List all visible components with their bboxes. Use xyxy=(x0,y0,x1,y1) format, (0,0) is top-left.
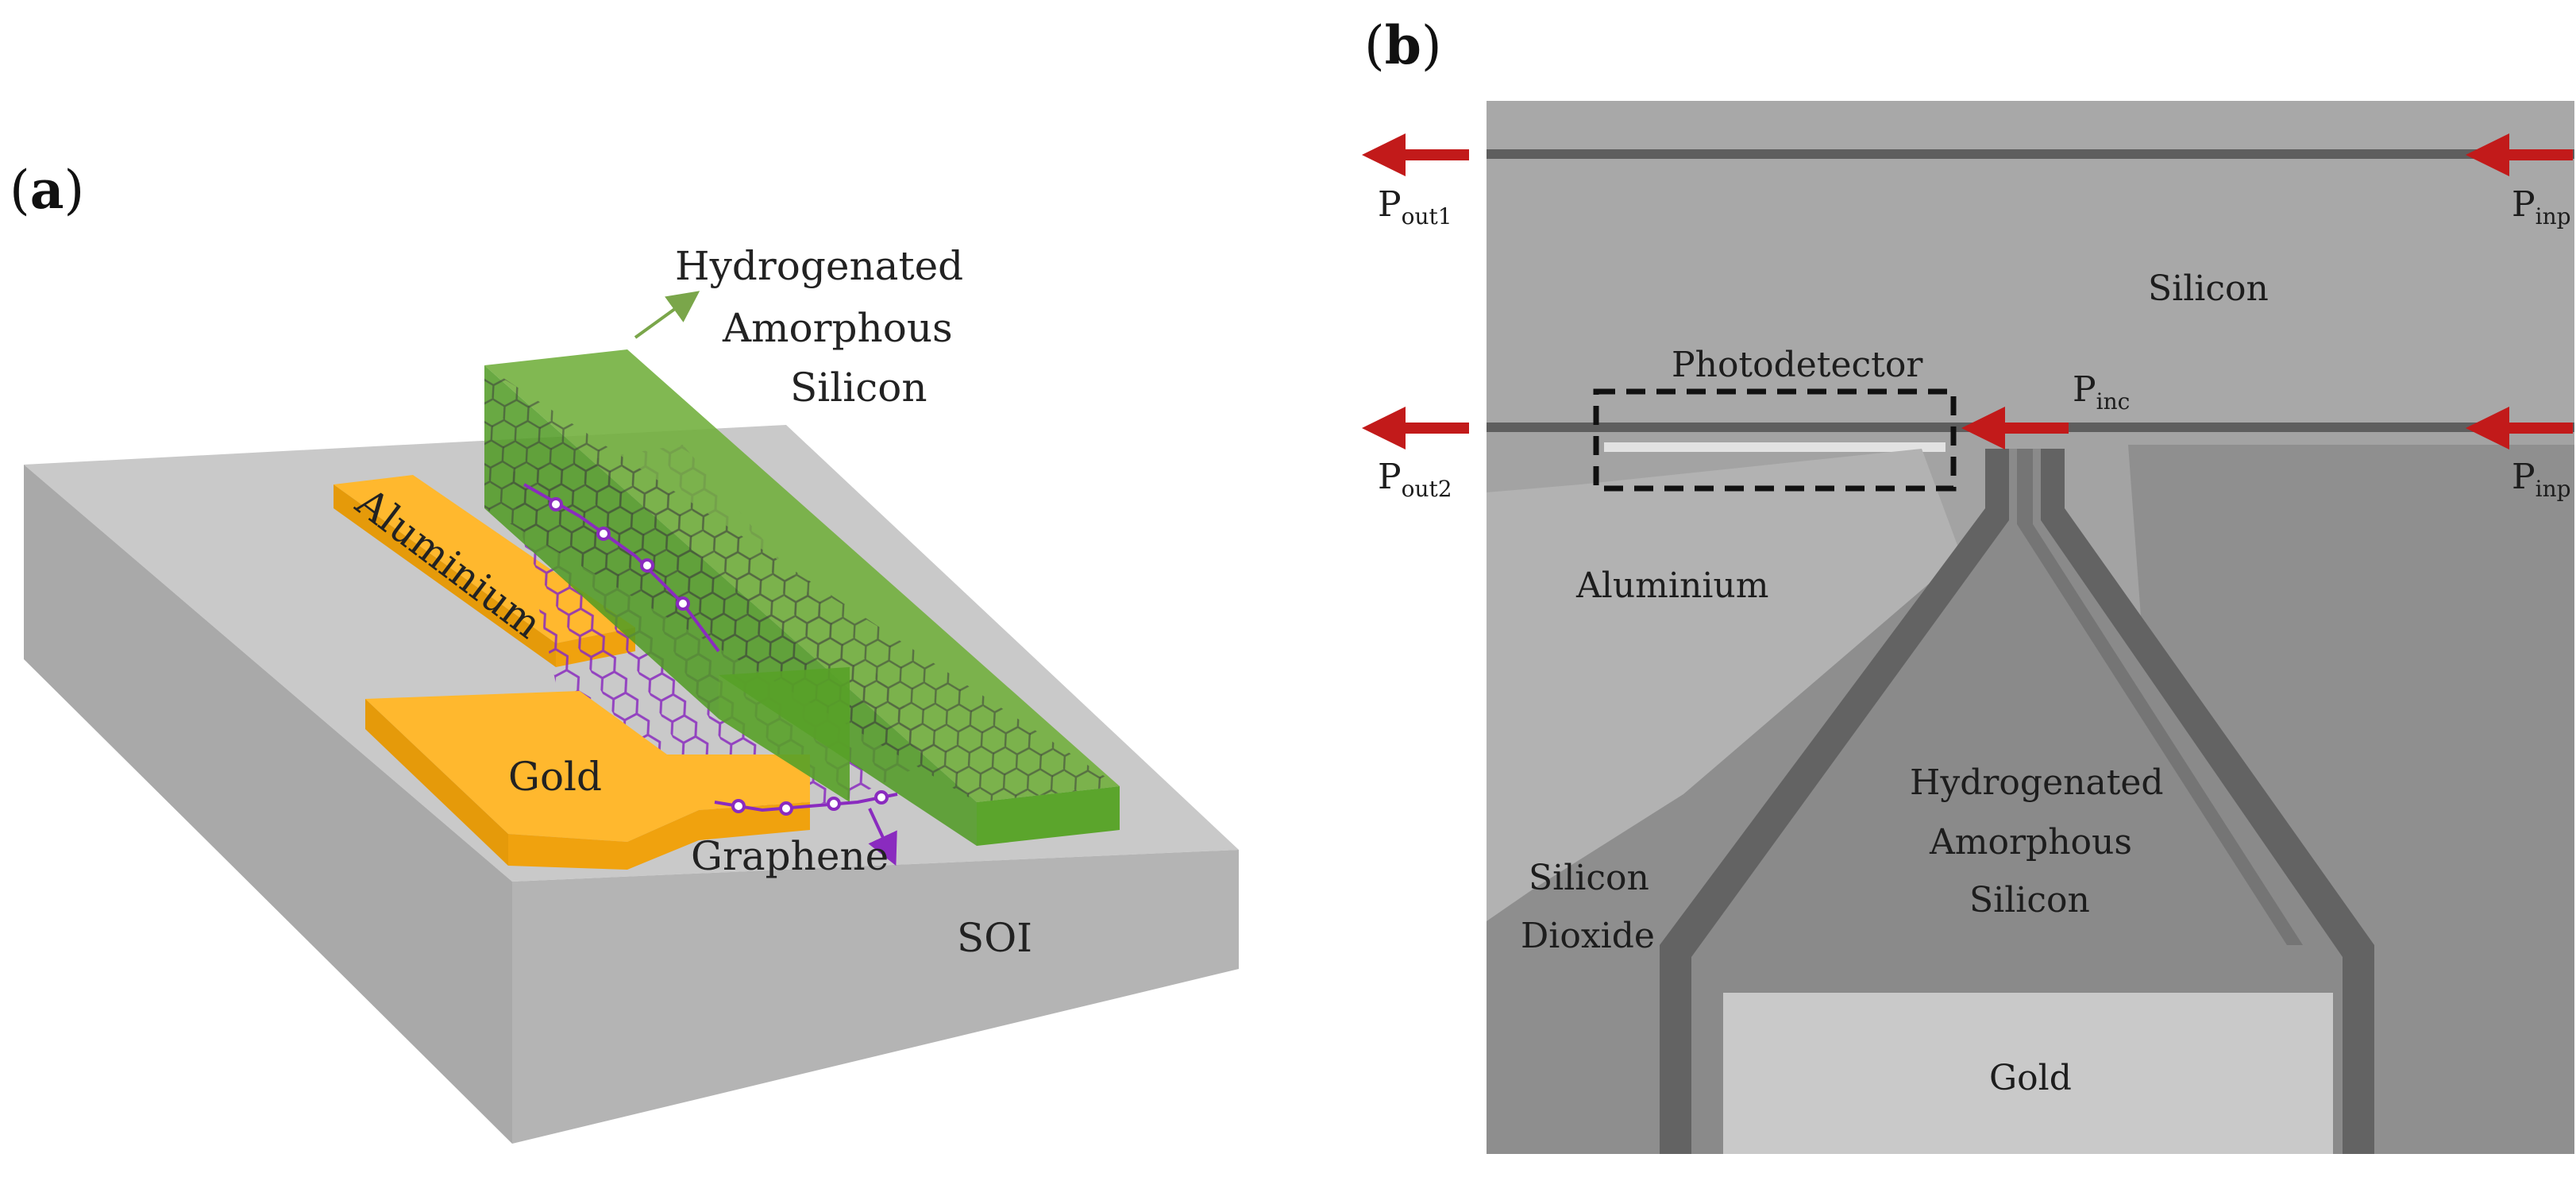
arrow-p-out1 xyxy=(1362,133,1469,176)
gold-top xyxy=(365,691,810,842)
label-aluminium-b: Aluminium xyxy=(1575,565,1768,606)
label-hydrogenated-b-line1: Hydrogenated xyxy=(1910,762,2164,803)
right-substrate-region xyxy=(2128,445,2574,1154)
label-silicon-line3: Silicon xyxy=(790,365,927,411)
label-soi: SOI xyxy=(957,915,1032,961)
power-arrows xyxy=(1362,133,2573,450)
label-silicon-b: Silicon xyxy=(2148,268,2269,309)
label-graphene: Graphene xyxy=(691,833,889,879)
photodetector-box xyxy=(1593,388,1957,492)
graphene-edge xyxy=(523,483,898,816)
label-photodetector: Photodetector xyxy=(1672,345,1923,385)
gold-front xyxy=(508,802,810,870)
a-si-pointer-arrow xyxy=(634,291,700,339)
label-silicon-b-line3: Silicon xyxy=(1969,880,2090,920)
gold-side xyxy=(365,699,508,866)
substrate-left-face xyxy=(24,465,512,1144)
panel-a-label: (a) xyxy=(10,159,84,221)
label-silicon-dioxide-line2: Dioxide xyxy=(1521,916,1655,956)
label-silicon-dioxide-line1: Silicon xyxy=(1529,858,1649,898)
waveguide-top xyxy=(1487,149,2574,159)
amorphous-silicon-waveguide xyxy=(484,349,1120,846)
label-p-out1: Pout1 xyxy=(1378,184,1452,230)
a-si-front xyxy=(977,786,1120,846)
substrate-front-face xyxy=(512,850,1239,1144)
label-p-inp-top: Pinp xyxy=(2512,184,2571,230)
label-p-inc: Pinc xyxy=(2073,369,2130,415)
panel-a: (a) xyxy=(10,159,1239,1144)
gold-pad xyxy=(1723,993,2333,1154)
arrow-p-inc xyxy=(1961,407,2069,450)
arrow-p-out2 xyxy=(1362,407,1469,450)
photodetector-strip xyxy=(1604,442,1945,452)
graphene-pointer-arrow xyxy=(868,808,897,866)
sem-image xyxy=(1487,101,2574,1154)
arrow-p-inp-bottom xyxy=(2466,407,2573,450)
label-gold-a: Gold xyxy=(508,754,602,800)
graphene-lattice-on-silicon xyxy=(484,365,1120,802)
label-amorphous-b-line2: Amorphous xyxy=(1929,822,2132,862)
label-gold-b: Gold xyxy=(1989,1058,2072,1098)
label-hydrogenated-line1: Hydrogenated xyxy=(675,243,963,289)
panel-b-label: (b) xyxy=(1364,14,1442,76)
aluminium-side xyxy=(334,484,556,667)
arrow-p-inp-top xyxy=(2466,133,2573,176)
aluminium-region xyxy=(1487,449,1961,921)
label-amorphous-line2: Amorphous xyxy=(722,305,953,351)
panel-b: (b) xyxy=(1362,14,2574,1154)
label-p-inp-bottom: Pinp xyxy=(2512,457,2571,502)
a-si-pad xyxy=(1691,449,2343,1154)
a-si-step xyxy=(719,667,850,802)
label-p-out2: Pout2 xyxy=(1378,457,1452,502)
gold-electrode xyxy=(365,691,810,870)
